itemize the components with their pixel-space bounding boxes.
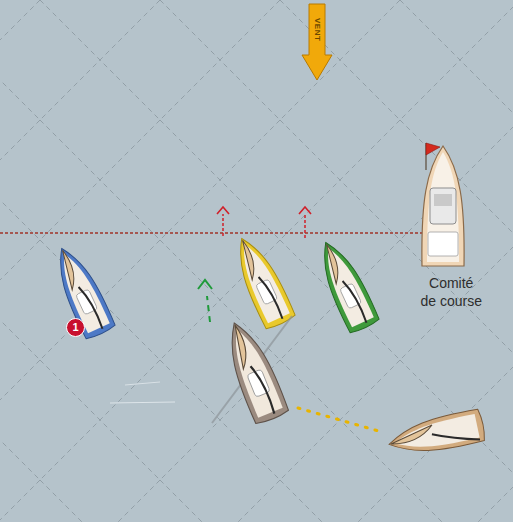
callout-number-text: 1 (67, 319, 84, 336)
green-boat (311, 236, 381, 335)
beige-boat (386, 408, 487, 460)
boat-sail (389, 425, 434, 446)
boat-mainsheet (343, 279, 368, 325)
grey-boat (217, 316, 289, 425)
committee-boat: Comité de course (410, 140, 492, 318)
boat-mainsheet (432, 425, 480, 449)
committee-boat-shape (410, 140, 492, 270)
callout-number: 1 (66, 318, 85, 337)
boat-hull (217, 316, 289, 425)
wind-arrow-shape (302, 3, 332, 81)
boat-sail (235, 240, 261, 280)
boat-deck (224, 324, 283, 418)
wind-arrow-body (302, 4, 332, 80)
wind-arrow: VENT (302, 3, 332, 81)
committee-deck (427, 152, 459, 262)
course-arrow-red (222, 214, 224, 236)
blue-boat (47, 242, 117, 341)
boat-hull (47, 242, 117, 341)
wind-label: VENT (309, 7, 325, 53)
red-flag (426, 143, 440, 155)
wake-line (125, 382, 160, 385)
course-arrow-green (198, 280, 212, 289)
boat-sail (55, 250, 81, 290)
start-line (0, 232, 428, 233)
committee-window (434, 194, 452, 206)
boat-hull (227, 232, 297, 331)
yellow-dotted-track (298, 408, 382, 432)
committee-cabin (430, 188, 456, 224)
boat-mainsheet (259, 275, 284, 321)
boat-hull (311, 236, 381, 335)
boat-deck (233, 239, 290, 324)
course-arrow-red (299, 207, 311, 214)
boat-sail (319, 244, 345, 284)
boat-hull (386, 408, 487, 460)
committee-label: Comité de course (420, 274, 483, 310)
course-arrow-green (207, 296, 210, 322)
yellow-boat (227, 232, 297, 331)
boat-deck (317, 243, 374, 328)
committee-hull (422, 146, 464, 266)
boat-mainsheet (251, 364, 276, 415)
course-arrow-red (304, 214, 306, 238)
course-arrow-red (217, 207, 229, 214)
boat-deck (392, 414, 479, 455)
wake-line (110, 402, 175, 403)
committee-cockpit (428, 232, 458, 256)
boat-sail (227, 324, 253, 369)
